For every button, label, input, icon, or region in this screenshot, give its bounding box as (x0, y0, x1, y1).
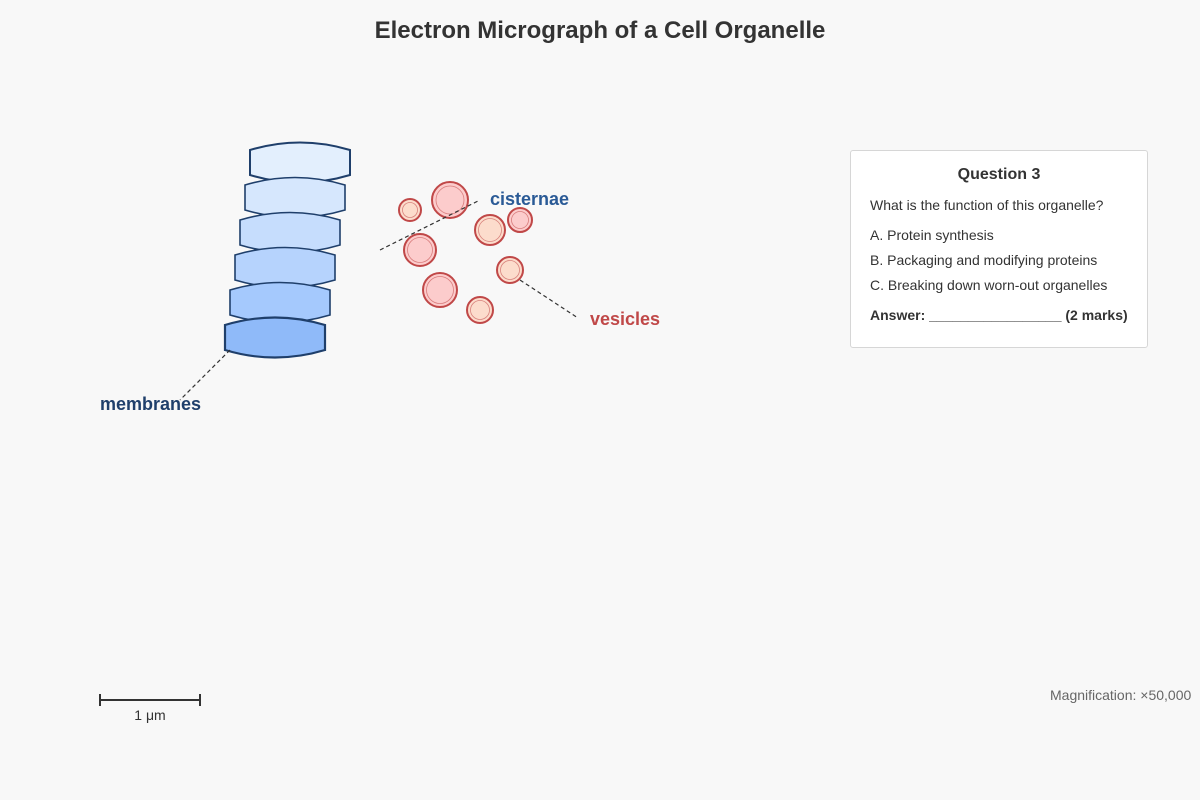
cisterna-3 (239, 211, 341, 254)
vesicle (422, 272, 458, 308)
vesicles-leader-line (519, 279, 579, 319)
vesicle (398, 198, 422, 222)
vesicle (466, 296, 494, 324)
membranes-label: membranes (100, 394, 202, 414)
option-c: C. Breaking down worn-out organelles (870, 277, 1108, 293)
question-heading: Question 3 (957, 166, 1041, 183)
vesicle (431, 181, 469, 219)
membranes-leader-line (179, 349, 231, 401)
answer-label: Answer: (870, 307, 926, 323)
diagram-title: Electron Micrograph of a Cell Organelle (374, 17, 826, 44)
option-a: A. Protein synthesis (870, 227, 994, 243)
scale-bar-label: 1 μm (134, 707, 166, 723)
vesicles-label: vesicles (590, 309, 661, 329)
vesicle (507, 207, 533, 233)
scale-bar (99, 694, 201, 706)
answer-blank[interactable]: _________________ (929, 307, 1062, 323)
magnification-label: Magnification: ×50,000 (1050, 687, 1192, 703)
question-card: Question 3 What is the function of this … (850, 150, 1148, 348)
cisterna-stack (223, 141, 351, 359)
cisterna-6 (223, 316, 327, 359)
vesicle (496, 256, 524, 284)
cisterna-1 (249, 141, 351, 184)
cisternae-leader-line (379, 200, 479, 251)
vesicle-cluster (398, 181, 533, 324)
vesicle (474, 214, 506, 246)
answer-line: Answer: _________________ (2 marks) (870, 307, 1128, 323)
option-b: B. Packaging and modifying proteins (870, 252, 1098, 268)
cisternae-label: cisternae (490, 189, 570, 209)
cisterna-2 (244, 176, 346, 219)
question-prompt: What is the function of this organelle? (870, 197, 1104, 213)
vesicle (403, 233, 437, 267)
marks-label: (2 marks) (1065, 307, 1128, 323)
cisterna-4 (234, 246, 336, 289)
